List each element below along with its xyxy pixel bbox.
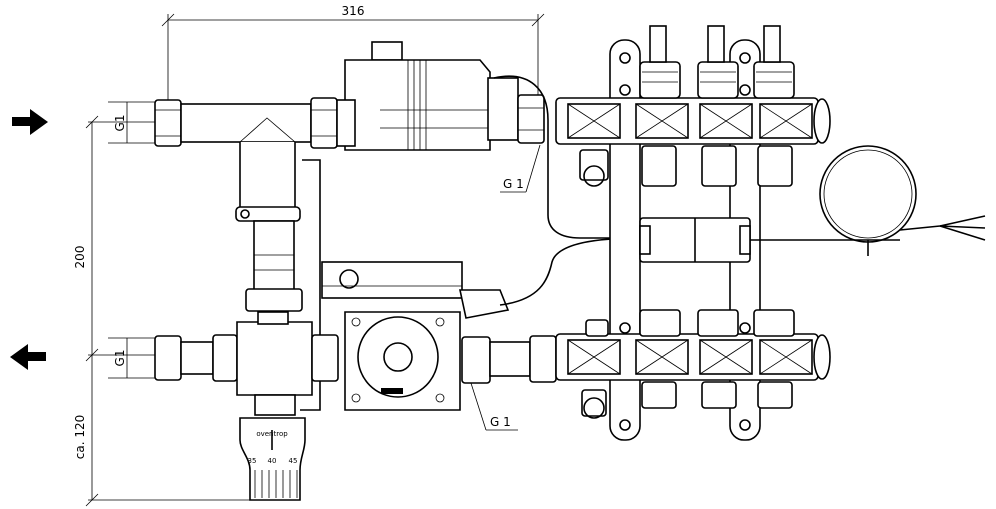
supply-t-piece [154,97,338,211]
thermostat-scale-40: 40 [268,457,277,465]
return-manifold-bar [555,309,831,419]
return-line [154,311,557,396]
circulation-pump [321,237,641,411]
thermostat-brand: oventrop [256,430,288,438]
dimension-width: 316 [161,4,545,100]
dimension-width-label: 316 [342,4,365,18]
sensor-cable-coil [819,145,986,256]
flow-meters [619,25,795,99]
supply-outlets [579,145,793,187]
dimension-height: 200 ca. 120 [73,115,250,507]
thread-bottom-label: G1 [113,350,127,367]
thread-valve-label: G 1 [503,177,524,191]
supply-manifold-bar [555,97,831,145]
thread-top-label: G1 [113,115,127,132]
supply-right-arrow-icon [12,109,48,135]
thermostat-scale-35: 35 [248,457,257,465]
actuator-motor [336,41,545,151]
thread-pump-label: G 1 [490,415,511,429]
manifold-clamp [639,217,900,263]
thermostat-scale-45: 45 [289,457,298,465]
thread-dimension-bottom: G1 [108,337,155,379]
riser-pipe [235,206,303,312]
dimension-height-label: 200 [73,246,87,269]
valve-thread-label-group: G 1 [500,144,541,193]
pump-thread-label-group: G 1 [469,379,518,431]
return-left-arrow-icon [10,344,46,370]
thermostat-head: oventrop 35 40 45 [239,394,306,501]
dimension-bottom-label: ca. 120 [73,415,87,459]
thread-dimension-top: G1 [108,101,155,144]
